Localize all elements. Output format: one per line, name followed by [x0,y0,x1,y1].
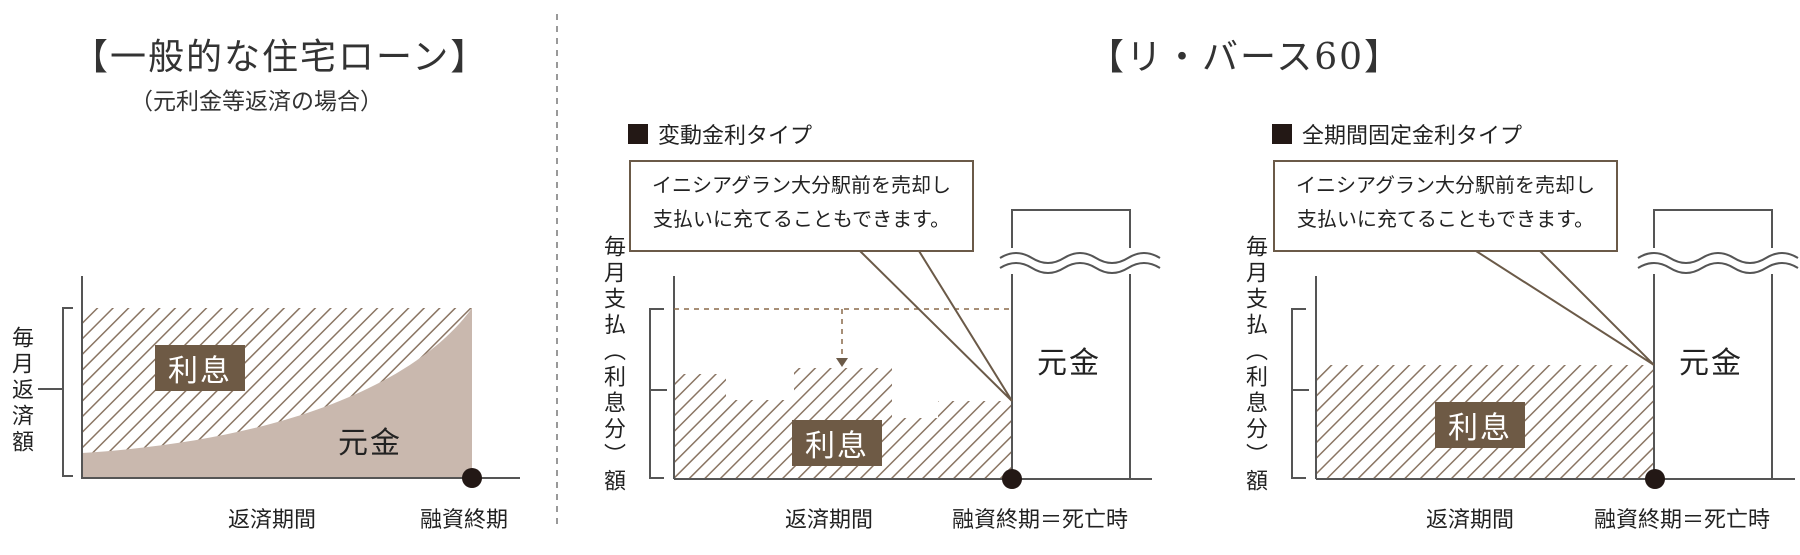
fixed-y-label: 毎月支払（利息分）額 [1242,235,1267,495]
left-end-dot [462,468,482,488]
variable-type-label: 変動金利タイプ [628,118,812,150]
fixed-principal-label: 元金 [1679,346,1743,381]
fixed-callout-line2: 支払いに充てることもできます。 [1296,207,1595,231]
left-chart [38,276,520,488]
left-x-label: 返済期間 [228,508,317,533]
left-subtitle: （元利金等返済の場合） [130,89,383,115]
variable-wave-break-1 [999,252,1161,264]
variable-wave-mask [1000,248,1160,274]
fixed-end-dot [1645,469,1665,489]
left-y-label: 毎月返済額 [8,326,33,456]
square-bullet-icon [1272,124,1292,144]
variable-principal-column [1011,209,1131,479]
variable-principal-label: 元金 [1037,346,1101,381]
variable-end-dot [1002,469,1022,489]
variable-callout-line2: 支払いに充てることもできます。 [652,207,951,231]
variable-type-text: 変動金利タイプ [658,124,813,149]
left-y-bracket [62,307,73,477]
fixed-callout: イニシアグラン大分駅前を売却し 支払いに充てることもできます。 [1273,160,1618,252]
fixed-wave-mask [1640,248,1800,274]
variable-callout: イニシアグラン大分駅前を売却し 支払いに充てることもできます。 [629,160,974,252]
fixed-end-label: 融資終期＝死亡時 [1594,508,1771,533]
square-bullet-icon [628,124,648,144]
variable-interest-badge: 利息 [792,420,882,466]
fixed-type-label: 全期間固定金利タイプ [1272,118,1522,150]
variable-end-label: 融資終期＝死亡時 [952,508,1129,533]
fixed-interest-badge: 利息 [1435,402,1525,448]
left-interest-area [82,308,472,453]
fixed-wave-break-1 [1637,252,1799,264]
left-end-label: 融資終期 [420,508,509,533]
fixed-callout-pointer [1475,250,1655,366]
fixed-type-text: 全期間固定金利タイプ [1302,124,1523,149]
variable-callout-line1: イニシアグラン大分駅前を売却し [652,173,951,197]
variable-callout-pointer [859,250,1013,402]
left-principal-label: 元金 [338,426,402,461]
fixed-principal-column [1653,209,1773,479]
fixed-y-bracket [1291,308,1306,479]
variable-x-label: 返済期間 [785,508,874,533]
left-title: 【一般的な住宅ローン】 [72,37,489,78]
right-title: 【リ・バース60】 [1088,37,1403,78]
variable-wave-break-2 [999,262,1161,274]
variable-y-bracket [649,308,664,479]
left-interest-badge: 利息 [155,345,245,391]
fixed-wave-break-2 [1637,262,1799,274]
fixed-callout-line1: イニシアグラン大分駅前を売却し [1296,173,1595,197]
variable-arrow-head [836,358,848,367]
fixed-x-label: 返済期間 [1426,508,1515,533]
variable-y-label: 毎月支払（利息分）額 [600,235,625,495]
